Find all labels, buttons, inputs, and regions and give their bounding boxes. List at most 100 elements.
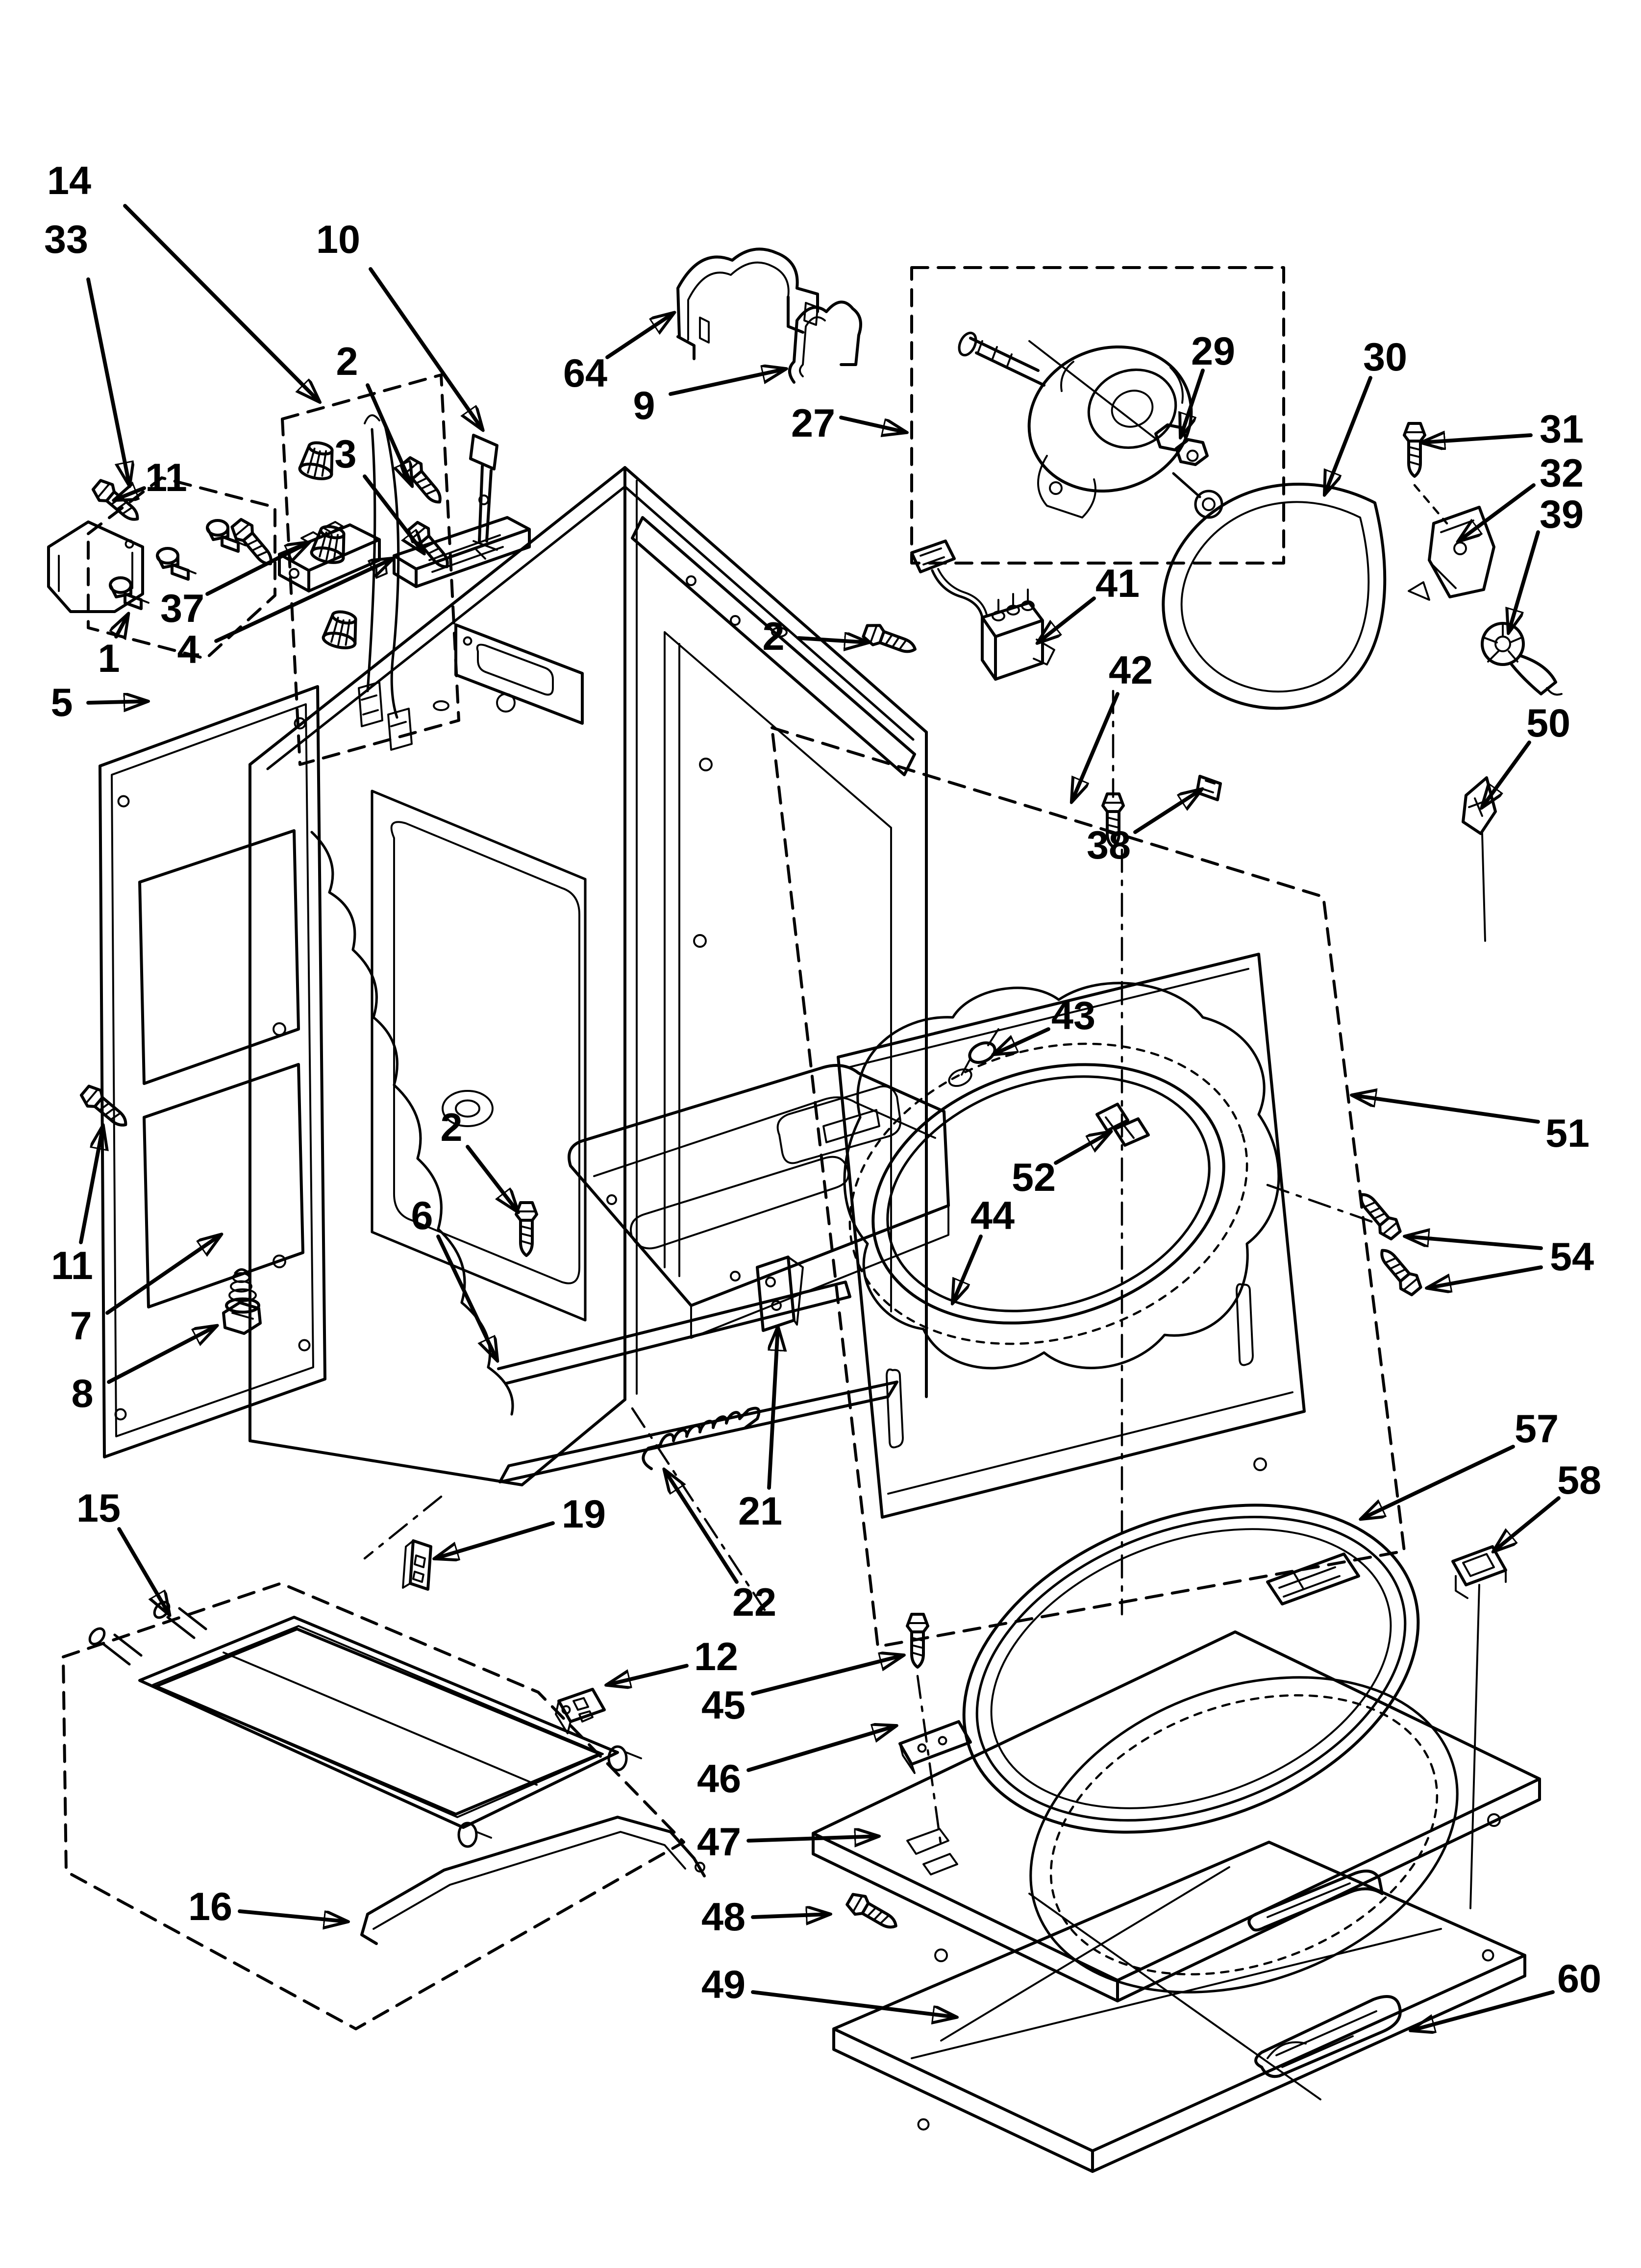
hinge-bracket-21 bbox=[756, 1256, 804, 1332]
screw-48 bbox=[845, 1891, 901, 1935]
screw-11a bbox=[90, 477, 144, 527]
screw-31 bbox=[1404, 423, 1425, 476]
callout-arrow-2 bbox=[796, 638, 868, 642]
callout-arrow-2 bbox=[466, 1145, 518, 1211]
callout-arrow-29 bbox=[1181, 369, 1205, 437]
motor-clamp-64 bbox=[676, 247, 819, 360]
callout-label-42: 42 bbox=[1109, 648, 1153, 692]
screw-2a bbox=[398, 455, 448, 509]
callout-arrow-39 bbox=[1509, 530, 1540, 632]
callout-arrow-10 bbox=[369, 267, 482, 429]
callout-label-41: 41 bbox=[1095, 562, 1140, 606]
callout-arrow-31 bbox=[1422, 435, 1533, 443]
toe-panel-49 bbox=[832, 1841, 1526, 2173]
handle-60 bbox=[1254, 1995, 1402, 2078]
callout-arrow-64 bbox=[605, 313, 673, 359]
callout-label-51: 51 bbox=[1545, 1111, 1590, 1156]
handle-slot bbox=[1247, 1870, 1384, 1932]
callout-arrow-27 bbox=[839, 416, 906, 432]
callout-label-31: 31 bbox=[1540, 407, 1584, 451]
callout-arrow-42 bbox=[1072, 692, 1119, 801]
switch-kit-33 bbox=[87, 476, 276, 660]
callout-arrow-41 bbox=[1038, 596, 1096, 642]
access-cover-1 bbox=[47, 520, 144, 613]
callout-label-49: 49 bbox=[701, 1963, 746, 2007]
callout-label-12: 12 bbox=[694, 1635, 738, 1679]
callout-arrow-1 bbox=[116, 615, 128, 637]
clamp-46 bbox=[898, 1720, 972, 1774]
back-panel bbox=[99, 685, 326, 1458]
callout-label-46: 46 bbox=[697, 1757, 741, 1801]
callout-arrow-4 bbox=[214, 559, 393, 643]
callout-arrow-43 bbox=[994, 1027, 1050, 1054]
drive-belt-30 bbox=[1162, 482, 1387, 710]
callout-arrow-33 bbox=[86, 277, 129, 485]
callout-label-60: 60 bbox=[1557, 1957, 1601, 2001]
callout-arrow-12 bbox=[607, 1664, 689, 1685]
bearing-ring-57 bbox=[962, 1504, 1420, 1834]
callout-label-8: 8 bbox=[71, 1372, 93, 1416]
callout-arrow-45 bbox=[751, 1655, 903, 1696]
callout-arrow-30 bbox=[1325, 376, 1372, 494]
hold-down-clip-9 bbox=[788, 300, 862, 384]
callout-arrow-54 bbox=[1406, 1236, 1543, 1250]
callout-label-54: 54 bbox=[1550, 1235, 1594, 1279]
projection-45 bbox=[916, 1675, 943, 1848]
callout-label-3: 3 bbox=[334, 432, 356, 476]
callout-label-2: 2 bbox=[762, 615, 784, 659]
base-plate-47 bbox=[812, 1630, 1541, 2002]
callout-arrow-51 bbox=[1353, 1095, 1540, 1124]
push-clip-50 bbox=[1462, 776, 1497, 942]
callout-arrow-6 bbox=[436, 1234, 497, 1360]
projection-heater bbox=[363, 1495, 443, 1560]
idler-pulley-39 bbox=[1481, 622, 1563, 696]
callout-label-30: 30 bbox=[1363, 335, 1407, 379]
callout-arrow-47 bbox=[746, 1836, 878, 1841]
callout-label-11: 11 bbox=[51, 1244, 93, 1288]
clip-38 bbox=[1195, 775, 1222, 801]
screw-54b bbox=[1374, 1244, 1424, 1298]
spring-22 bbox=[642, 1406, 761, 1470]
callout-arrow-57 bbox=[1362, 1445, 1515, 1519]
callout-label-9: 9 bbox=[633, 384, 655, 428]
cabinet bbox=[249, 466, 950, 1486]
callout-arrow-2 bbox=[366, 383, 412, 485]
callout-arrow-11 bbox=[115, 488, 146, 500]
clip-52 bbox=[1095, 1103, 1150, 1147]
callout-label-38: 38 bbox=[1087, 823, 1131, 867]
projection-cabinet bbox=[631, 1407, 766, 1611]
callout-arrow-50 bbox=[1482, 740, 1531, 807]
callout-label-37: 37 bbox=[160, 587, 204, 631]
callout-arrow-46 bbox=[746, 1726, 895, 1772]
heater-box-15 bbox=[62, 1582, 706, 2030]
leveling-leg-8 bbox=[222, 1268, 262, 1335]
callout-label-44: 44 bbox=[970, 1194, 1015, 1238]
callout-label-22: 22 bbox=[732, 1580, 776, 1625]
callout-arrow-52 bbox=[1054, 1132, 1110, 1165]
callout-label-58: 58 bbox=[1557, 1458, 1601, 1503]
callout-arrow-7 bbox=[105, 1235, 221, 1315]
callout-label-19: 19 bbox=[562, 1492, 606, 1536]
callout-arrow-8 bbox=[107, 1326, 216, 1384]
drive-motor bbox=[958, 331, 1223, 519]
screw-54a bbox=[1354, 1188, 1404, 1242]
projection-31 bbox=[1413, 484, 1448, 525]
callout-label-47: 47 bbox=[697, 1820, 741, 1864]
callout-label-48: 48 bbox=[701, 1895, 746, 1939]
callout-arrow-38 bbox=[1133, 789, 1201, 834]
callout-label-11: 11 bbox=[145, 456, 187, 500]
motor-box-27 bbox=[910, 266, 1285, 565]
callout-arrow-49 bbox=[751, 1990, 956, 2017]
idler-bracket-32 bbox=[1408, 506, 1495, 601]
projection-54 bbox=[1266, 1183, 1378, 1225]
drum-roller-43 bbox=[948, 1028, 999, 1087]
nut-29 bbox=[1028, 340, 1209, 466]
callout-label-2: 2 bbox=[440, 1106, 462, 1150]
callout-label-14: 14 bbox=[47, 159, 91, 203]
heater-element bbox=[88, 1601, 642, 1848]
callout-label-33: 33 bbox=[44, 218, 88, 262]
callout-label-39: 39 bbox=[1540, 493, 1584, 537]
callout-arrow-48 bbox=[751, 1914, 829, 1917]
callout-label-15: 15 bbox=[76, 1486, 121, 1530]
